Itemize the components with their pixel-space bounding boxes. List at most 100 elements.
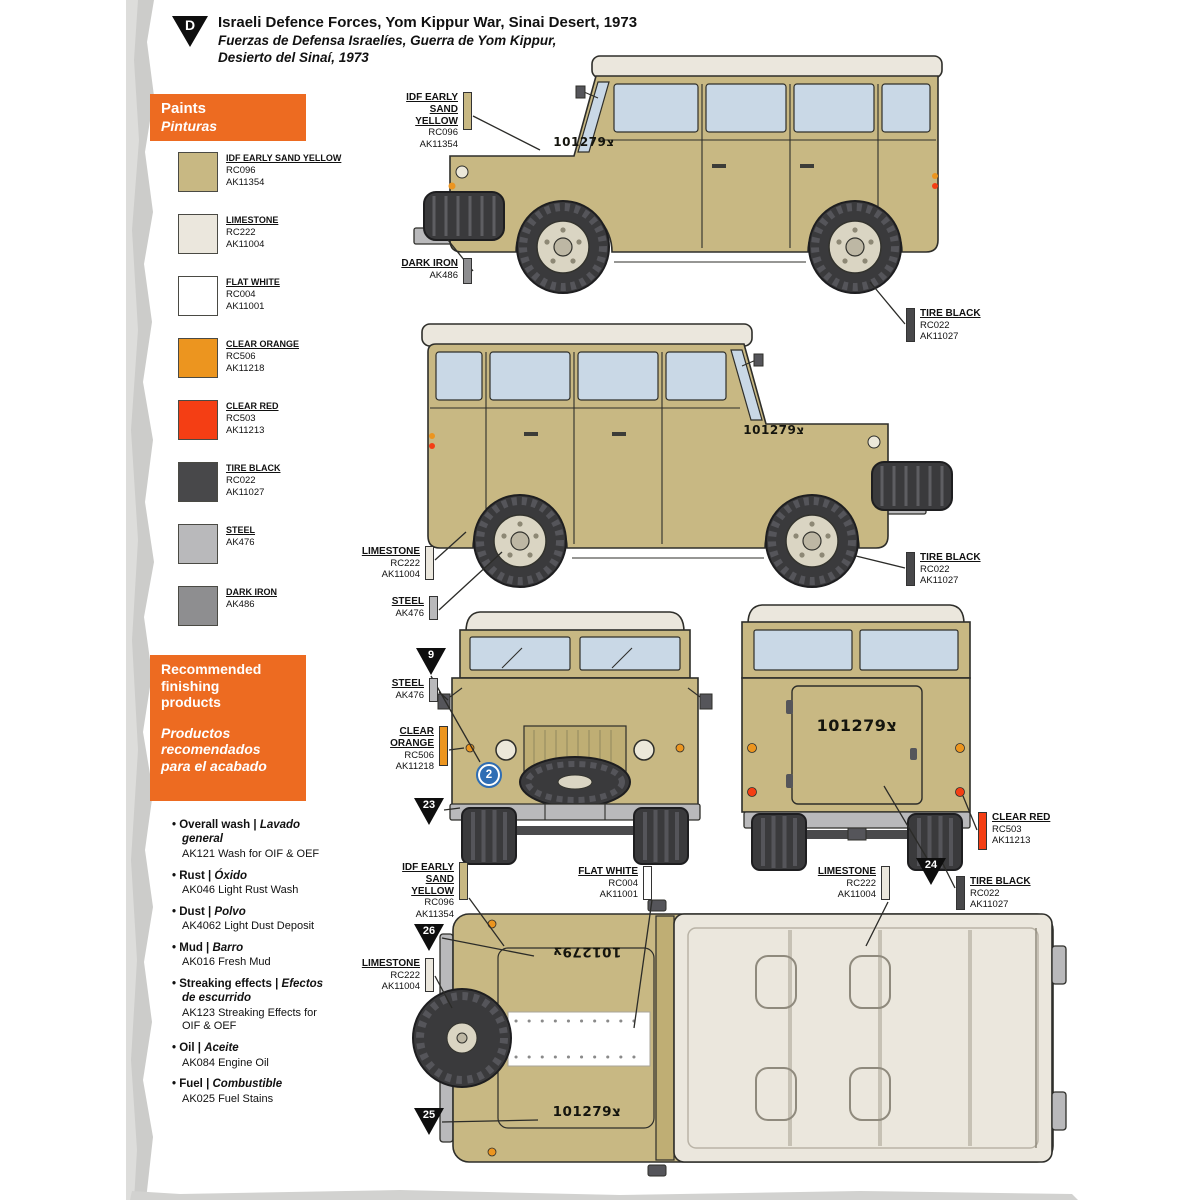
- view-front: [437, 611, 713, 866]
- roof-hatch: [755, 955, 797, 1009]
- license-plate-decal-rear: 101279צ: [816, 716, 898, 735]
- paint-name: CLEAR ORANGE: [226, 339, 300, 349]
- title-spanish-line2: Desierto del Sinaí, 1973: [218, 49, 369, 65]
- turn-indicator: [487, 1147, 497, 1157]
- finishing-product: Rust | Óxido AK046 Light Rust Wash: [172, 869, 332, 898]
- mirror: [699, 693, 713, 710]
- callout-leader-lines: [430, 115, 978, 1123]
- windshield-pane: [579, 636, 681, 671]
- roof-panel: [465, 611, 685, 633]
- side-window: [577, 351, 659, 401]
- door-hinge: [786, 774, 793, 788]
- finishing-product: Mud | Barro AK016 Fresh Mud: [172, 941, 332, 970]
- front-wheel: [517, 201, 609, 293]
- view-side-right: [413, 55, 943, 293]
- paint-code: RC004: [226, 288, 256, 300]
- callout-color-bar: [906, 308, 915, 342]
- paint-code: AK11001: [226, 301, 265, 313]
- callout-color-bar: [425, 546, 434, 580]
- paint-color-chip: [178, 152, 218, 192]
- finishing-title-en: Recommended finishing products: [161, 661, 262, 711]
- paint-name: LIMESTONE: [226, 215, 279, 225]
- callout-color-bar: [956, 876, 965, 910]
- rear-window: [859, 629, 959, 671]
- callout-color-bar: [881, 866, 890, 900]
- roof-panel: [747, 604, 965, 625]
- headlight: [495, 739, 517, 761]
- roof-panel: [421, 323, 753, 347]
- finishing-panel-header: Recommended finishing products Productos…: [150, 655, 306, 801]
- headlight: [633, 739, 655, 761]
- license-plate-decal-side1: 101279צ: [553, 135, 615, 149]
- side-window: [489, 351, 571, 401]
- turn-indicator: [448, 182, 456, 190]
- mirror: [753, 353, 764, 367]
- paint-code: AK476: [226, 536, 255, 548]
- side-window: [665, 351, 727, 401]
- door-handle: [910, 748, 917, 760]
- spare-tire: [423, 191, 505, 241]
- callout-color-bar: [643, 866, 652, 900]
- paint-color-chip: [178, 462, 218, 502]
- rear-light: [429, 433, 435, 439]
- paint-code: AK11027: [226, 487, 265, 499]
- callout-color-bar: [463, 258, 472, 284]
- mirror: [647, 899, 667, 912]
- roof-hatch: [755, 1067, 797, 1121]
- rear-door: [791, 685, 923, 805]
- sheet-title-block: Israeli Defence Forces, Yom Kippur War, …: [218, 14, 688, 67]
- paint-code: AK11213: [226, 425, 265, 437]
- callout-color-bar: [425, 958, 434, 992]
- paint-color-chip: [178, 338, 218, 378]
- paint-color-chip: [178, 586, 218, 626]
- license-plate-decal-top-front: 101279צ: [552, 943, 622, 960]
- finishing-title-es: Productos recomendados para el acabado: [161, 724, 267, 774]
- rear-window: [753, 629, 853, 671]
- finishing-product: Dust | Polvo AK4062 Light Dust Deposit: [172, 905, 332, 934]
- tail-light: [747, 787, 757, 797]
- rear-bumperette: [1051, 945, 1067, 985]
- paint-code: RC022: [226, 474, 256, 486]
- tow-hitch: [847, 827, 867, 841]
- rear-indicator: [747, 743, 757, 753]
- rear-body: [741, 677, 971, 813]
- roof-hatch: [849, 955, 891, 1009]
- paint-code: RC503: [226, 412, 256, 424]
- turn-indicator: [675, 743, 685, 753]
- headlight: [455, 165, 469, 179]
- finishing-product: Oil | Aceite AK084 Engine Oil: [172, 1041, 332, 1070]
- view-rear: [741, 604, 971, 872]
- rear-light: [932, 173, 938, 179]
- mirror: [647, 1164, 667, 1177]
- rear-light: [932, 183, 938, 189]
- paint-color-chip: [178, 276, 218, 316]
- front-axle: [516, 826, 634, 835]
- callout-color-bar: [459, 862, 468, 900]
- paint-code: RC506: [226, 350, 256, 362]
- paint-name: FLAT WHITE: [226, 277, 280, 287]
- paint-code: AK11004: [226, 239, 265, 251]
- side-window: [435, 351, 483, 401]
